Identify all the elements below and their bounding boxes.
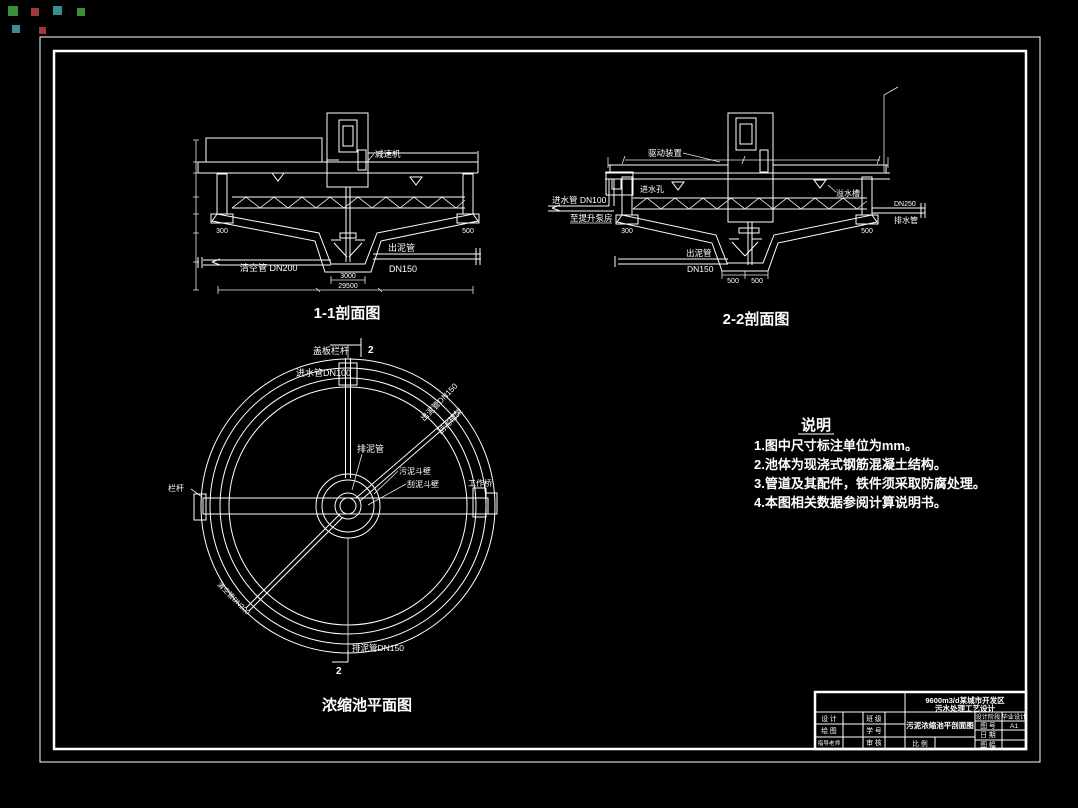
screen-artifact bbox=[39, 27, 46, 34]
field-check: 审 核 bbox=[866, 738, 882, 747]
screen-artifact bbox=[53, 6, 62, 15]
dim-300: 300 bbox=[621, 228, 633, 235]
field-advisor: 指导老师 bbox=[818, 739, 841, 747]
field-draw: 绘 图 bbox=[821, 726, 837, 735]
project-title-line1: 9600m3/d某城市开发区 bbox=[925, 695, 1005, 705]
note-item-3: 3.管道及其配件，铁件须采取防腐处理。 bbox=[754, 476, 986, 491]
note-item-2: 2.池体为现浇式钢筋混凝土结构。 bbox=[754, 457, 947, 472]
field-scale: 比 例 bbox=[912, 739, 928, 748]
empty-pipe-label: 清空管 DN200 bbox=[240, 262, 298, 273]
tank-wall-left bbox=[216, 173, 228, 215]
section-1-1-view: 减速机 300 500 清空管 DN200 出泥管 DN150 3000 295… bbox=[193, 112, 481, 322]
drive-label: 驱动装置 bbox=[648, 148, 683, 158]
tank-floor-section bbox=[616, 214, 878, 272]
screen-artifacts bbox=[8, 6, 85, 34]
sludge-pipe-dn: DN150 bbox=[687, 264, 714, 274]
center-pipe-label: 排泥管 bbox=[357, 443, 384, 454]
work-bridge-label: 工作桥 bbox=[468, 478, 492, 488]
section-mark-2-top: 2 bbox=[368, 345, 374, 356]
sludge-pipe-dn: DN150 bbox=[389, 264, 417, 274]
reducer-label: 减速机 bbox=[375, 149, 401, 159]
title-block: 9600m3/d某城市开发区 污水处理工艺设计 设 计 绘 图 指导老师 班 级… bbox=[813, 690, 1028, 751]
field-student-no: 学 号 bbox=[866, 726, 882, 735]
center-well-circle-inner bbox=[321, 479, 375, 533]
sheet-outer-border bbox=[39, 36, 1041, 763]
field-format-label: 图 幅 bbox=[980, 740, 996, 749]
sheet-inner-border bbox=[52, 49, 1028, 751]
field-date-label: 日 期 bbox=[980, 731, 996, 739]
field-stage-label: 设计阶段 bbox=[976, 713, 1001, 721]
center-hub-circle bbox=[334, 492, 362, 520]
scraper-truss-label: 刮泥桁架 bbox=[435, 406, 464, 436]
to-pump-house-label: 至提升泵房 bbox=[570, 213, 613, 223]
dim-500-b: 500 bbox=[751, 278, 763, 285]
cover-rail-label: 盖板栏杆 bbox=[313, 345, 349, 356]
dim-300: 300 bbox=[216, 228, 228, 235]
screen-artifact bbox=[12, 25, 20, 33]
screen-artifact bbox=[31, 8, 39, 16]
plan-view: 工作桥 2 2 盖板栏杆 进水管DN100 出泥管DN150 刮泥桁架 清空管D… bbox=[168, 338, 498, 714]
inlet-pipe-label: 进水管 DN100 bbox=[552, 195, 607, 205]
bottom-pipe-label: 排泥管DN150 bbox=[352, 643, 404, 653]
field-sheet-no-label: 图 号 bbox=[980, 722, 996, 730]
drawing-name: 污泥浓缩池平剖面图 bbox=[906, 720, 974, 730]
note-item-4: 4.本图相关数据参阅计算说明书。 bbox=[754, 495, 947, 510]
sludge-pipe-label: 出泥管 bbox=[686, 248, 712, 258]
launder-label: 溢水槽 bbox=[836, 188, 860, 198]
dim-3000: 3000 bbox=[340, 273, 356, 280]
dim-500: 500 bbox=[462, 228, 474, 235]
section-mark-2-bottom: 2 bbox=[336, 666, 342, 677]
field-design: 设 计 bbox=[821, 714, 837, 723]
screen-artifact bbox=[77, 8, 85, 16]
inlet-hole-label: 进水孔 bbox=[640, 184, 664, 194]
dim-500-wall: 500 bbox=[861, 228, 873, 235]
hopper-wall-1-label: 污泥斗壁 bbox=[399, 466, 431, 476]
section-1-1-title: 1-1剖面图 bbox=[314, 304, 381, 322]
plan-title: 浓缩池平面图 bbox=[322, 696, 412, 714]
empty-pipe-diagonal-label: 清空管DN200 bbox=[215, 580, 252, 617]
railing-label: 栏杆 bbox=[168, 483, 184, 493]
field-class: 班 级 bbox=[866, 714, 882, 723]
drain-dn-label: DN250 bbox=[894, 201, 916, 208]
work-bridge-band bbox=[202, 497, 489, 515]
sludge-pipe-label: 出泥管 bbox=[388, 242, 415, 253]
dim-500-a: 500 bbox=[727, 278, 739, 285]
tank-wall-left bbox=[621, 176, 633, 216]
field-stage-value: 毕业设计 bbox=[1002, 713, 1027, 721]
notes-title: 说明 bbox=[801, 416, 831, 434]
project-title-line2: 污水处理工艺设计 bbox=[935, 703, 995, 713]
center-shaft-circle bbox=[339, 497, 357, 515]
tank-floor-section bbox=[211, 213, 479, 273]
screen-artifact bbox=[8, 6, 18, 16]
note-item-1: 1.图中尺寸标注单位为mm。 bbox=[754, 438, 918, 453]
field-sheet-no-value: A1 bbox=[1010, 723, 1019, 730]
section-2-2-title: 2-2剖面图 bbox=[723, 310, 790, 328]
plan-inlet-pipe-label: 进水管DN100 bbox=[296, 367, 351, 378]
hopper-wall-2-label: 刮泥斗壁 bbox=[407, 479, 439, 489]
dim-29500: 29500 bbox=[338, 283, 358, 290]
drain-pipe-label: 排水管 bbox=[894, 215, 918, 225]
drive-unit-box bbox=[326, 112, 369, 188]
drive-unit-box bbox=[727, 112, 774, 223]
notes-block: 说明 1.图中尺寸标注单位为mm。 2.池体为现浇式钢筋混凝土结构。 3.管道及… bbox=[754, 416, 986, 510]
bridge-railing-hatch bbox=[205, 137, 323, 163]
section-2-2-view: 驱动装置 300 500 进水孔 进水管 DN100 至提升泵房 溢水槽 出泥管… bbox=[548, 86, 926, 328]
